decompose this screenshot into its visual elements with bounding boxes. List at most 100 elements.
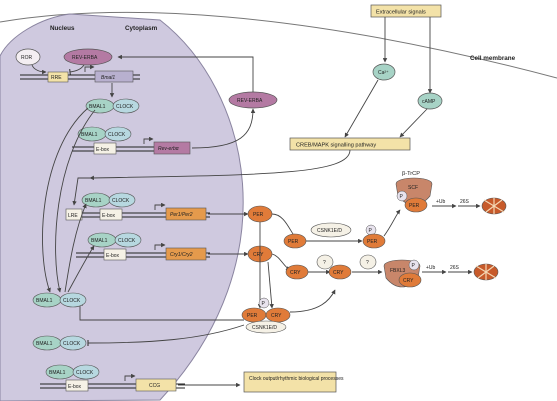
per-label-4: PER	[409, 203, 420, 209]
per-protein-4	[404, 197, 428, 213]
ccg-label: CCG	[149, 383, 160, 389]
per-protein-3	[362, 233, 386, 249]
bmal1-label-4: BMAL1	[91, 238, 108, 244]
clock-label-7: CLOCK	[76, 370, 94, 376]
cry-label-2: CRY	[290, 270, 301, 276]
p-label-per: P	[369, 228, 373, 234]
per-label-complex: PER	[247, 313, 258, 319]
bmal1-label-7: BMAL1	[49, 370, 66, 376]
per-gene	[165, 207, 207, 221]
output-box	[243, 371, 337, 393]
clock-label-3: CLOCK	[112, 198, 130, 204]
ebox-element-3	[103, 248, 127, 261]
calcium-node	[372, 63, 396, 81]
per-label-3: PER	[367, 239, 378, 245]
per-label-1: PER	[253, 212, 264, 218]
ebox-element-1	[93, 142, 117, 155]
clock-label-2: CLOCK	[108, 132, 126, 138]
rev-erba-protein-nuclear	[63, 48, 113, 66]
clock-label-5: CLOCK	[63, 298, 81, 304]
cry-gene	[165, 247, 207, 261]
p-marker-cry	[408, 259, 420, 271]
clock-protein-7	[72, 364, 100, 380]
ebox-label-2: E-box	[102, 213, 116, 219]
ebox-element-4	[65, 379, 89, 392]
bmal1-label-1: BMAL1	[89, 104, 106, 110]
clock-label-6: CLOCK	[63, 341, 81, 347]
csnk-protein-1	[310, 222, 352, 238]
cry-gene-label: Cry1/Cry2	[170, 252, 193, 258]
csnk-label-complex: CSNK1E/D	[252, 325, 277, 331]
rre-label: RRE	[51, 75, 62, 81]
s26-label-2: 26S	[450, 265, 460, 271]
unknown-kinase-2	[359, 254, 377, 270]
cry-label-3: CRY	[333, 270, 344, 276]
cry-label-4: CRY	[403, 278, 414, 284]
camp-label: cAMP	[422, 99, 436, 105]
extracellular-signals-label: Extracellular signals	[376, 10, 426, 16]
lre-label: LRE	[68, 213, 78, 219]
proteasome-1	[481, 197, 507, 215]
per-gene-label: Per1/Per2	[170, 212, 193, 218]
rev-erba-nuclear-label: REV-ERBA	[72, 55, 98, 61]
cry-label-complex: CRY	[271, 313, 282, 319]
bmal1-label-5: BMAL1	[36, 298, 53, 304]
cytoplasm-label: Cytoplasm	[125, 25, 158, 32]
cry-protein-4	[398, 272, 422, 288]
ccg-gene	[135, 378, 177, 392]
p-marker-scf	[396, 190, 408, 202]
bmal1-label-2: BMAL1	[81, 132, 98, 138]
clock-protein-4	[114, 232, 142, 248]
camp-node	[417, 92, 443, 110]
clock-label-4: CLOCK	[118, 238, 136, 244]
unknown-label-1: ?	[323, 260, 326, 266]
calcium-label: Ca²⁺	[378, 70, 389, 76]
nucleus	[0, 13, 244, 401]
bmal1-gene	[94, 70, 134, 83]
clock-protein-3	[108, 192, 136, 208]
rre-element	[47, 71, 69, 83]
csnk-protein-complex	[245, 320, 287, 334]
scf-label: SCF	[408, 185, 418, 191]
fbxl3-label: FBXL3	[390, 268, 406, 274]
ebox-label-1: E-box	[96, 147, 110, 153]
p-label-scf: P	[400, 194, 404, 200]
bmal1-label-3: BMAL1	[85, 198, 102, 204]
output-label: Clock output/rhythmic biological process…	[249, 376, 344, 382]
csnk-label-1: CSNK1E/D	[317, 228, 342, 234]
cry-protein-3	[328, 264, 352, 280]
unknown-label-2: ?	[366, 260, 369, 266]
clock-protein-1	[112, 98, 140, 114]
ub-label-1: +Ub	[436, 199, 446, 205]
cell-membrane-label: Cell membrane	[470, 55, 516, 62]
proteasome-2	[473, 263, 499, 281]
ub-label-2: +Ub	[426, 265, 436, 271]
extracellular-signals-box	[370, 4, 442, 18]
rev-erba-gene-label: Rev-erbα	[158, 146, 179, 152]
unknown-kinase-1	[316, 254, 334, 270]
ror-label: ROR	[21, 55, 33, 61]
rev-erba-gene	[153, 141, 191, 155]
s26-label-1: 26S	[460, 199, 470, 205]
per-label-2: PER	[288, 239, 299, 245]
ebox-element-2	[99, 208, 123, 221]
btrcp-label: β-TrCP	[402, 171, 420, 177]
creb-label: CREB/MAPK signalling pathway	[296, 143, 376, 149]
bmal1-gene-label: Bmal1	[101, 75, 115, 81]
p-label-complex: P	[262, 301, 266, 307]
ebox-label-3: E-box	[106, 253, 120, 259]
clock-protein-2	[104, 126, 132, 142]
ebox-label-4: E-box	[68, 384, 82, 390]
output-label-text: Clock output/rhythmic biological process…	[249, 376, 344, 382]
clock-label-1: CLOCK	[116, 104, 134, 110]
p-marker-complex	[258, 297, 270, 309]
ror-protein	[15, 48, 41, 66]
cell-membrane	[0, 11, 557, 79]
rev-erba-cyto-label: REV-ERBA	[237, 98, 263, 104]
bmal1-label-6: BMAL1	[36, 341, 53, 347]
nucleus-label: Nucleus	[50, 25, 75, 32]
clock-protein-6	[59, 335, 87, 351]
clock-protein-5	[59, 292, 87, 308]
cry-label-1: CRY	[253, 252, 264, 258]
